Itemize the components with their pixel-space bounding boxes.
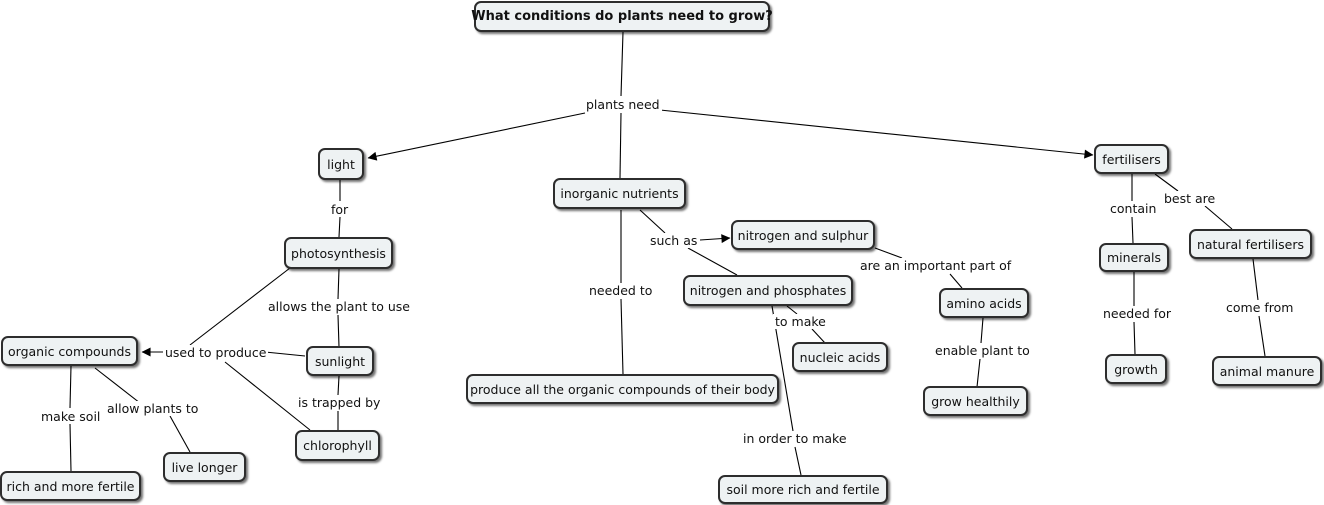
- link-contain: contain: [1108, 201, 1159, 216]
- link-in-order-to-make: in order to make: [741, 431, 849, 446]
- link-to-make: to make: [773, 314, 828, 329]
- link-enable-plant-to: enable plant to: [933, 343, 1032, 358]
- link-best-are: best are: [1162, 191, 1218, 206]
- connector-inorder-soil: [794, 446, 802, 476]
- connector-makesoil-rich: [69, 423, 72, 472]
- link-are-an-important-part-of: are an important part of: [858, 258, 1014, 273]
- node-inorganic-nutrients[interactable]: inorganic nutrients: [553, 178, 686, 209]
- connector-organic-makesoil: [69, 365, 72, 409]
- connector-fertilisers-bestare: [1154, 173, 1179, 192]
- connector-sunlight-used: [264, 351, 306, 357]
- connector-neededfor-growth: [1133, 321, 1136, 355]
- connector-neededto-produce: [620, 298, 624, 375]
- node-minerals[interactable]: minerals: [1099, 243, 1169, 272]
- node-sunlight[interactable]: sunlight: [306, 346, 374, 376]
- link-come-from: come from: [1224, 300, 1296, 315]
- connector-contain-minerals: [1131, 216, 1134, 244]
- link-needed-to: needed to: [587, 283, 655, 298]
- connector-sunlight-trapped: [337, 375, 340, 396]
- node-light[interactable]: light: [318, 148, 364, 180]
- connector-organic-allow: [94, 367, 141, 404]
- node-organic-compounds[interactable]: organic compounds: [1, 336, 138, 366]
- connector-bestare-natural: [1204, 205, 1233, 230]
- connector-suchas-sulphur: [699, 234, 731, 244]
- node-nucleic-acids[interactable]: nucleic acids: [792, 342, 888, 372]
- connector-inorganic-suchas: [639, 209, 666, 234]
- link-is-trapped-by: is trapped by: [296, 395, 383, 410]
- connector-phosphates-tomake: [786, 305, 798, 315]
- connector-tomake-nucleic: [811, 328, 826, 344]
- link-used-to-produce: used to produce: [163, 345, 269, 360]
- node-nitrogen-and-sulphur[interactable]: nitrogen and sulphur: [731, 220, 875, 250]
- node-natural-fertilisers[interactable]: natural fertilisers: [1189, 229, 1312, 259]
- connector-sulphur-important: [874, 247, 903, 259]
- node-fertilisers[interactable]: fertilisers: [1094, 144, 1169, 174]
- connector-plants-need-fertilisers: [659, 109, 1094, 159]
- node-animal-manure[interactable]: animal manure: [1212, 356, 1322, 386]
- link-such-as: such as: [648, 233, 700, 248]
- link-allow-plants-to: allow plants to: [105, 401, 201, 416]
- node-live-longer[interactable]: live longer: [163, 452, 246, 482]
- connector-used-chlorophyll: [224, 361, 311, 431]
- connector-important-amino: [949, 273, 963, 289]
- link-for: for: [329, 202, 351, 217]
- node-soil-more-rich-and-fertile[interactable]: soil more rich and fertile: [718, 475, 888, 504]
- connector-enable-grow: [976, 358, 981, 388]
- connector-for-photosynthesis: [338, 216, 341, 238]
- node-grow-healthily[interactable]: grow healthily: [923, 386, 1028, 416]
- connector-suchas-phosphates: [687, 247, 738, 276]
- node-rich-and-more-fertile[interactable]: rich and more fertile: [0, 471, 141, 501]
- connector-photosynthesis-allows: [337, 268, 340, 300]
- link-needed-for: needed for: [1101, 306, 1174, 321]
- connector-plants-need-light: [367, 112, 586, 161]
- node-photosynthesis[interactable]: photosynthesis: [284, 237, 393, 269]
- root-question-node[interactable]: What conditions do plants need to grow?: [471, 1, 773, 32]
- connector-comefrom-manure: [1258, 315, 1266, 357]
- connector-allows-sunlight: [337, 314, 340, 348]
- link-plants-need: plants need: [584, 97, 662, 112]
- link-make-soil: make soil: [39, 409, 103, 424]
- node-nitrogen-and-phosphates[interactable]: nitrogen and phosphates: [683, 275, 853, 306]
- connector-allow-livelonger: [169, 415, 191, 453]
- connector-root-plants-need: [620, 31, 624, 97]
- connector-amino-enable: [980, 317, 984, 344]
- node-amino-acids[interactable]: amino acids: [939, 288, 1029, 318]
- connector-natural-comefrom: [1252, 258, 1259, 301]
- link-allows-the-plant-to-use: allows the plant to use: [266, 299, 412, 314]
- connector-plants-need-inorganic: [619, 112, 622, 179]
- connector-photosynthesis-used: [189, 267, 291, 346]
- node-growth[interactable]: growth: [1105, 354, 1167, 384]
- node-produce-all-organic-compounds[interactable]: produce all the organic compounds of the…: [466, 374, 779, 404]
- node-chlorophyll[interactable]: chlorophyll: [295, 430, 380, 461]
